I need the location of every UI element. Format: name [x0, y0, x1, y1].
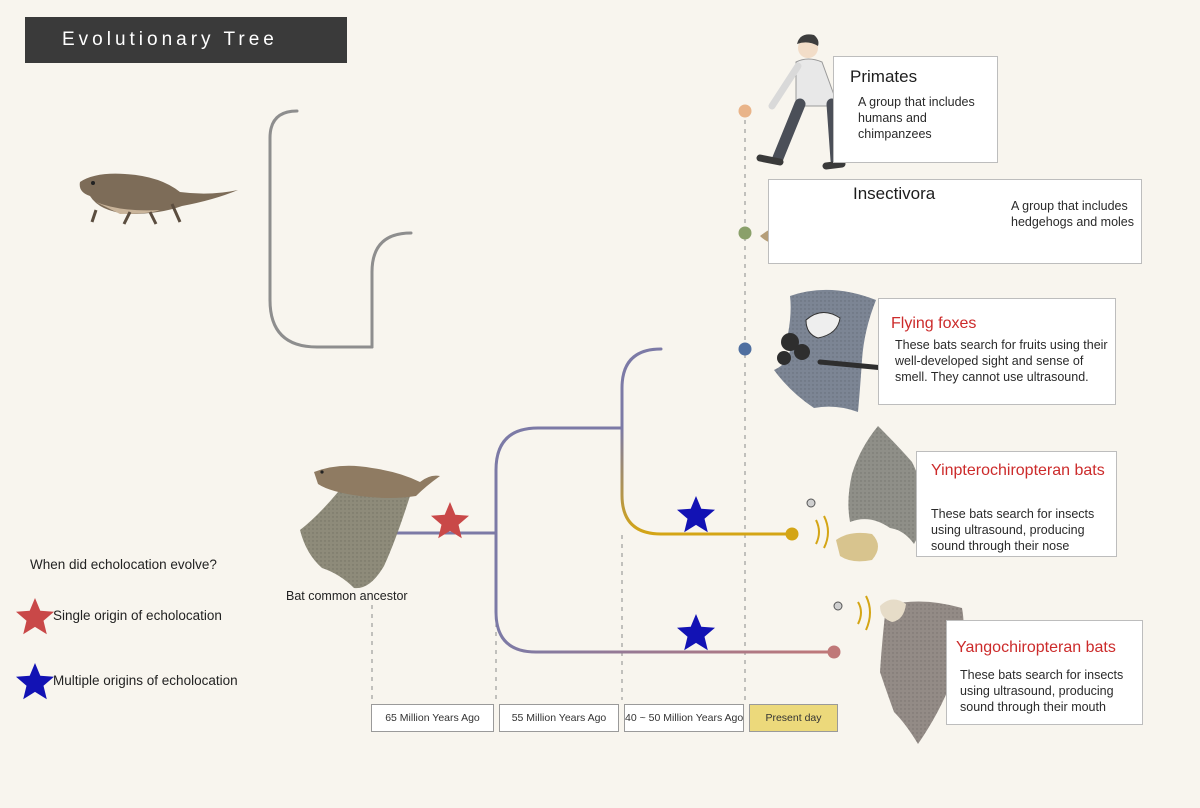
branch-upper-split	[268, 109, 299, 302]
card-yangochiropteran: Yangochiropteran bats These bats search …	[946, 620, 1143, 725]
timeline-guides	[371, 120, 746, 700]
card-insectivora-description: A group that includes hedgehogs and mole…	[1011, 199, 1135, 229]
yangochiropteran-bat-illustration	[833, 595, 964, 744]
multiple-origin-star-yang	[677, 614, 715, 651]
flying-fox-illustration	[774, 289, 887, 412]
card-yinpterochiropteran-description: These bats search for insects using ultr…	[931, 507, 1095, 553]
single-origin-star-icon	[16, 598, 54, 635]
bat-common-ancestor-label: Bat common ancestor	[286, 589, 408, 603]
terminal-nodes	[738, 104, 841, 659]
branch-insectivora-split	[370, 231, 413, 349]
card-primates: Primates A group that includes humans an…	[833, 56, 998, 163]
branch-fox-split	[620, 347, 663, 430]
branch-bat-upper	[494, 426, 624, 535]
legend-single-origin-label: Single origin of echolocation	[53, 608, 222, 623]
card-primates-description: A group that includes humans and chimpan…	[858, 95, 975, 141]
card-yangochiropteran-name: Yangochiropteran bats	[956, 639, 1116, 656]
diagram-title: Evolutionary Tree	[25, 17, 347, 63]
card-insectivora-name: Insectivora	[853, 184, 936, 203]
ancestral-mammal-illustration	[79, 173, 238, 225]
node-yangochiropteran	[827, 645, 841, 659]
node-insectivora	[738, 226, 752, 240]
card-flying-foxes-name: Flying foxes	[891, 315, 977, 332]
yinpterochiropteran-bat-illustration	[806, 426, 926, 562]
single-origin-star	[431, 502, 469, 539]
card-flying-foxes: Flying foxes These bats search for fruit…	[878, 298, 1116, 405]
card-flying-foxes-description: These bats search for fruits using their…	[895, 338, 1108, 384]
branch-lower-split	[268, 298, 374, 349]
card-insectivora: Insectivora A group that includes hedgeh…	[768, 179, 1142, 264]
timeline-65-mya: 65 Million Years Ago	[371, 704, 494, 732]
timeline-55-mya: 55 Million Years Ago	[499, 704, 619, 732]
node-flying-foxes	[738, 342, 752, 356]
node-yinpterochiropteran	[785, 527, 799, 541]
human-illustration	[756, 34, 846, 170]
branch-yin-split	[620, 426, 663, 536]
multiple-origins-star-icon	[16, 663, 54, 700]
node-primates	[738, 104, 752, 118]
legend-multiple-origins: Multiple origins of echolocation	[15, 661, 275, 701]
card-yangochiropteran-description: These bats search for insects using ultr…	[960, 668, 1124, 714]
card-yinpterochiropteran-name: Yinpterochiropteran bats	[931, 462, 1105, 479]
legend-single-origin: Single origin of echolocation	[15, 596, 275, 636]
legend-question: When did echolocation evolve?	[30, 557, 217, 572]
bat-common-ancestor-illustration	[300, 465, 440, 589]
timeline-present-day: Present day	[749, 704, 838, 732]
legend-multiple-origins-label: Multiple origins of echolocation	[53, 673, 238, 688]
card-yinpterochiropteran: Yinpterochiropteran bats These bats sear…	[916, 451, 1117, 557]
branch-bat-lower	[494, 531, 836, 654]
timeline-40-50-mya: 40 ~ 50 Million Years Ago	[624, 704, 744, 732]
card-primates-name: Primates	[850, 67, 918, 86]
multiple-origin-star-yin	[677, 496, 715, 533]
